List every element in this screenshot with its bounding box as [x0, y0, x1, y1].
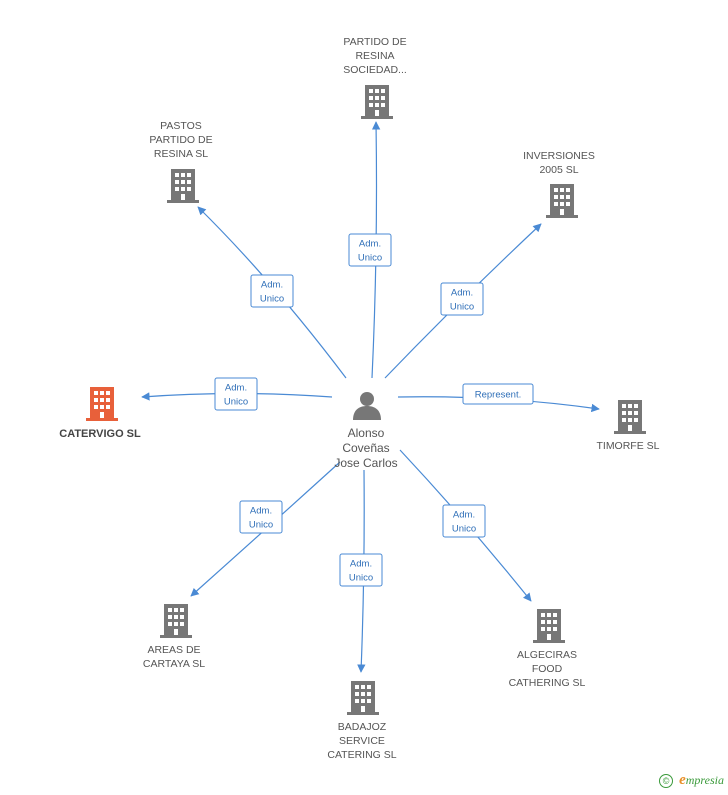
company-label-line: TIMORFE SL — [596, 440, 659, 452]
company-label-line: INVERSIONES — [523, 150, 595, 162]
relation-text: Adm. — [250, 506, 272, 517]
building-icon — [546, 184, 578, 218]
brand-name: mpresia — [685, 773, 724, 787]
relation-text: Unico — [450, 302, 474, 313]
relation-text: Adm. — [451, 288, 473, 299]
person-icon — [353, 392, 381, 420]
company-label-line: PARTIDO DE — [149, 134, 212, 146]
company-node-partido-resina-sociedad[interactable]: PARTIDO DE RESINA SOCIEDAD... — [343, 36, 407, 119]
company-node-timorfe[interactable]: TIMORFE SL — [596, 400, 660, 452]
relation-text: Unico — [249, 520, 273, 531]
empresia-watermark: © empresia — [659, 772, 724, 789]
building-icon — [347, 681, 379, 715]
building-icon — [167, 169, 199, 203]
center-node[interactable]: Alonso Coveñas Jose Carlos — [334, 392, 398, 470]
relation-text: Unico — [260, 294, 284, 305]
company-label-line: PARTIDO DE — [343, 36, 406, 48]
company-label-line: CARTAYA SL — [143, 658, 205, 670]
relation-text: Adm. — [453, 510, 475, 521]
company-label-line: AREAS DE — [147, 644, 200, 656]
company-label-line: RESINA SL — [154, 148, 208, 160]
relations-layer: Adm.UnicoAdm.UnicoAdm.UnicoAdm.UnicoRepr… — [214, 233, 534, 587]
relation-text: Adm. — [261, 280, 283, 291]
relation-text: Represent. — [475, 390, 521, 401]
company-node-inversiones-2005[interactable]: INVERSIONES 2005 SL — [523, 150, 595, 218]
company-label-line: RESINA — [355, 50, 394, 62]
relation-box — [214, 377, 258, 411]
building-icon — [361, 85, 393, 119]
relation-label-badajoz-service[interactable]: Adm. Unico — [339, 553, 383, 587]
relation-box — [440, 282, 484, 316]
company-label-line: BADAJOZ — [338, 721, 387, 733]
company-node-algeciras-food[interactable]: ALGECIRAS FOOD CATHERING SL — [509, 609, 586, 689]
relation-label-timorfe[interactable]: Represent. — [462, 383, 534, 405]
center-label-line: Jose Carlos — [334, 456, 397, 470]
building-icon — [160, 604, 192, 638]
company-label-line: SOCIEDAD... — [343, 64, 407, 76]
center-label-line: Coveñas — [342, 441, 389, 455]
relation-label-pastos-partido-resina[interactable]: Adm. Unico — [250, 274, 294, 308]
company-label-line: FOOD — [532, 663, 563, 675]
relation-label-catervigo[interactable]: Adm. Unico — [214, 377, 258, 411]
relation-box — [462, 383, 534, 405]
center-label-line: Alonso — [348, 426, 385, 440]
relation-box — [442, 504, 486, 538]
relation-text: Unico — [452, 524, 476, 535]
relation-box — [250, 274, 294, 308]
relation-text: Unico — [358, 253, 382, 264]
copyright-icon: © — [659, 774, 674, 789]
relation-text: Adm. — [350, 559, 372, 570]
company-label-line: 2005 SL — [539, 164, 578, 176]
relation-box — [348, 233, 392, 267]
relation-text: Adm. — [359, 239, 381, 250]
company-label-line: CATHERING SL — [509, 677, 586, 689]
company-label-line: CATERING SL — [327, 749, 396, 761]
company-label-line: SERVICE — [339, 735, 385, 747]
relation-text: Adm. — [225, 383, 247, 394]
brand-initial: e — [679, 772, 686, 788]
company-node-areas-cartaya[interactable]: AREAS DE CARTAYA SL — [143, 604, 205, 670]
relation-text: Unico — [224, 397, 248, 408]
company-label-line: PASTOS — [160, 120, 202, 132]
company-node-pastos-partido-resina[interactable]: PASTOS PARTIDO DE RESINA SL — [149, 120, 213, 203]
company-node-badajoz-service[interactable]: BADAJOZ SERVICE CATERING SL — [327, 681, 397, 761]
relation-label-algeciras-food[interactable]: Adm. Unico — [442, 504, 486, 538]
building-icon — [86, 387, 118, 421]
relation-box — [239, 500, 283, 534]
company-label-line: ALGECIRAS — [517, 649, 577, 661]
relation-label-areas-cartaya[interactable]: Adm. Unico — [239, 500, 283, 534]
relation-text: Unico — [349, 573, 373, 584]
building-icon — [533, 609, 565, 643]
company-label-line: CATERVIGO SL — [59, 428, 141, 440]
relation-label-partido-resina-sociedad[interactable]: Adm. Unico — [348, 233, 392, 267]
nodes-layer: PARTIDO DE RESINA SOCIEDAD... PASTOS PARTIDO… — [59, 36, 659, 761]
company-node-catervigo[interactable]: CATERVIGO SL — [59, 387, 141, 440]
relation-box — [339, 553, 383, 587]
building-icon — [614, 400, 646, 434]
relation-label-inversiones-2005[interactable]: Adm. Unico — [440, 282, 484, 316]
